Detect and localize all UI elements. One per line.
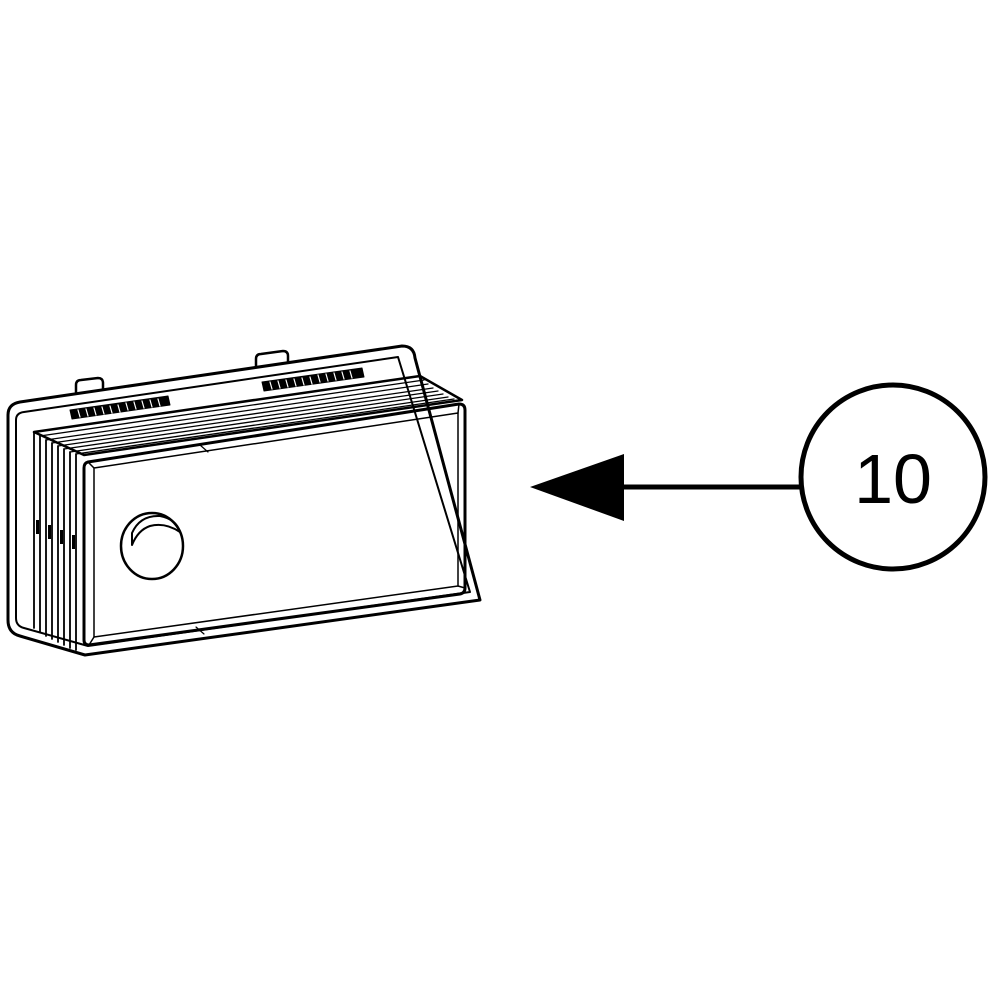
panel-seam-top: [199, 444, 209, 453]
side-pleats: [33, 431, 77, 651]
frame-inner: [15, 356, 471, 647]
front-panel: [82, 402, 467, 647]
top-face: [32, 374, 464, 457]
panel-seam-bottom: [195, 626, 205, 635]
callout-badge: 10: [798, 382, 988, 572]
corner-chamfers: [87, 403, 466, 646]
callout-number: 10: [854, 440, 932, 518]
frame-outer: [6, 344, 482, 657]
arrow-left-icon: [530, 454, 800, 521]
top-clip-right: [254, 349, 290, 368]
filter-cartridge-icon: [6, 344, 482, 657]
outlet-hole: [119, 511, 185, 581]
top-marking-strips: [69, 367, 365, 420]
top-clip-left: [74, 376, 105, 394]
top-pleats: [39, 379, 455, 455]
side-pleat-marks: [36, 520, 75, 549]
